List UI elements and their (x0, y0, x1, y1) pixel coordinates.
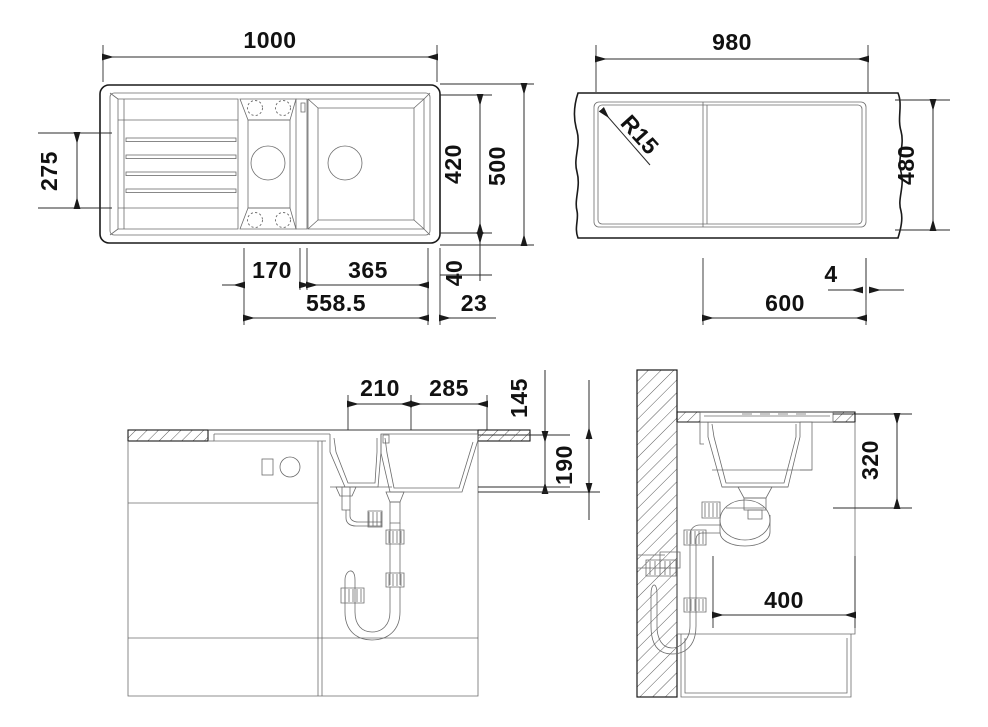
dim-label-500: 500 (484, 146, 510, 186)
siphon-pipe (385, 523, 405, 588)
drainboard-grooves (125, 137, 237, 193)
large-bowl-section (380, 433, 479, 493)
dim-600: 600 (702, 258, 867, 325)
wall-section (636, 369, 678, 698)
view-side-elevation: 320 400 (636, 369, 912, 698)
siphon-u-bend (340, 570, 401, 641)
sink-rim-side (704, 413, 830, 417)
dim-400: 400 (712, 556, 856, 628)
dim-558-5: 558.5 (243, 290, 429, 325)
dim-365: 365 (306, 248, 429, 325)
dim-145: 145 (478, 370, 570, 494)
dim-label-400: 400 (764, 587, 804, 613)
bowl-divider (295, 98, 308, 230)
sink-outer-body (99, 84, 441, 244)
worktop-section-right (477, 429, 531, 442)
cutout-divider-line (702, 102, 708, 227)
dim-275: 275 (36, 132, 112, 209)
dim-label-420: 420 (440, 144, 466, 184)
worktop-section-left (127, 429, 209, 442)
drain-outlet-side (737, 486, 773, 520)
connecting-pipe (345, 510, 383, 528)
dim-980: 980 (595, 29, 869, 92)
worktop-slab (573, 92, 903, 239)
radius-leader-R15: R15 (598, 107, 665, 166)
dim-40: 40 (440, 232, 492, 287)
wall-inlet-stub (637, 551, 681, 569)
dim-label-145: 145 (506, 378, 532, 418)
dim-4: 4 (824, 258, 904, 300)
dim-label-558-5: 558.5 (306, 290, 366, 316)
trap-branch-pipe (689, 501, 721, 545)
worktop-section-side (676, 411, 856, 423)
bottle-trap-side (719, 499, 771, 547)
cabinet-outline (127, 441, 479, 697)
dim-23: 23 (439, 248, 496, 325)
dim-label-275: 275 (36, 151, 62, 191)
dim-label-600: 600 (765, 290, 805, 316)
dim-190: 190 (478, 380, 600, 520)
large-bowl-drain-hole (327, 145, 363, 181)
dim-label-480: 480 (893, 145, 919, 185)
dim-420: 420 (440, 94, 492, 234)
view-front-elevation: 210 285 145 190 (127, 370, 600, 697)
large-bowl (307, 98, 425, 230)
dim-label-365: 365 (348, 257, 388, 283)
dim-label-4: 4 (824, 261, 837, 287)
dim-label-980: 980 (712, 29, 752, 55)
drainboard (109, 92, 431, 236)
dim-label-40: 40 (441, 260, 467, 287)
small-bowl (239, 98, 297, 230)
dim-1000: 1000 (102, 27, 438, 82)
dim-480: 480 (893, 99, 950, 231)
view-cutout-plan: R15 980 480 600 (573, 29, 950, 325)
view-sink-plan: 1000 275 420 500 (36, 27, 534, 325)
worktop-cutout-opening (593, 101, 867, 228)
bowl-section-side (699, 421, 813, 488)
dim-label-1000: 1000 (243, 27, 296, 53)
cabinet-controls (261, 456, 301, 478)
control-knob-icon (279, 456, 301, 478)
dim-label-170: 170 (252, 257, 292, 283)
vertical-waste-pipe (683, 529, 707, 600)
dim-label-R15: R15 (616, 110, 665, 160)
dim-label-320: 320 (857, 440, 883, 480)
dim-label-190: 190 (551, 445, 577, 485)
dim-label-210: 210 (360, 375, 400, 401)
dim-210: 210 (347, 375, 412, 430)
control-square-icon (261, 458, 274, 476)
cabinet-side-outline (676, 422, 856, 698)
small-bowl-drain-hole (250, 145, 286, 181)
dim-label-285: 285 (429, 375, 469, 401)
tap-holes (247, 100, 291, 228)
sink-rim-elevation (208, 429, 478, 442)
dim-500: 500 (440, 83, 534, 246)
dim-285: 285 (410, 375, 488, 430)
dim-320: 320 (833, 413, 912, 509)
dim-label-23: 23 (461, 290, 488, 316)
dim-170: 170 (222, 248, 322, 290)
